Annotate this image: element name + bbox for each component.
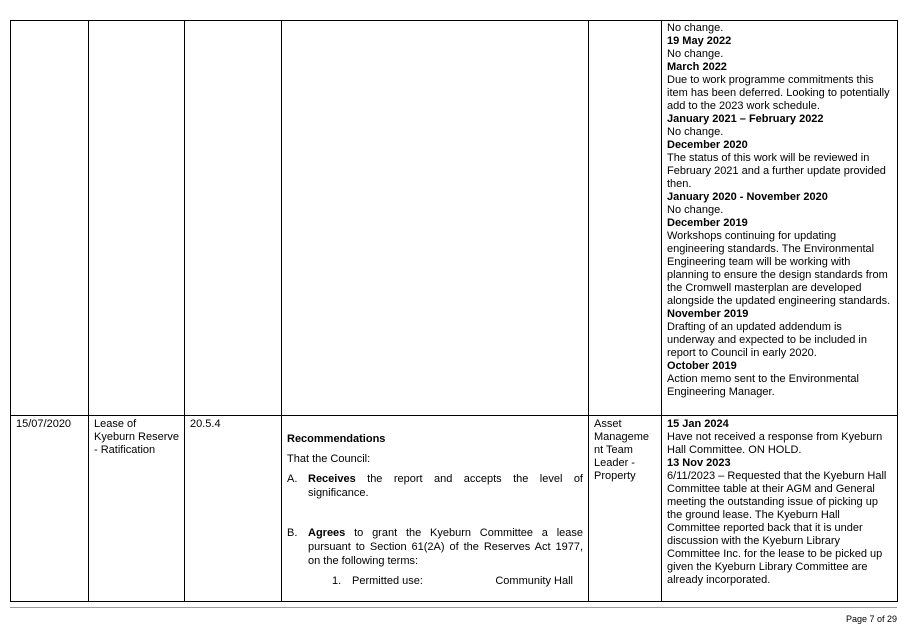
update-date: December 2020	[667, 139, 748, 151]
recommendation-text: to grant the Kyeburn Committee a lease p…	[308, 527, 583, 567]
update-date: November 2019	[667, 308, 749, 320]
update-text: 6/11/2023 – Requested that the Kyeburn H…	[667, 470, 887, 586]
update-date: 13 Nov 2023	[667, 457, 731, 469]
recommendations-cell	[281, 20, 589, 416]
item-cell: Lease of Kyeburn Reserve - Ratification	[88, 415, 185, 602]
update-text: Action memo sent to the Environmental En…	[667, 373, 859, 398]
update-text: The status of this work will be reviewed…	[667, 152, 886, 190]
update-date: January 2020 - November 2020	[667, 191, 828, 203]
ref-cell: 20.5.4	[184, 415, 282, 602]
responsible-cell: Asset Manageme nt Team Leader - Property	[588, 415, 662, 602]
term-value: Community Hall	[495, 575, 573, 587]
update-entry: 13 Nov 2023 6/11/2023 – Requested that t…	[667, 457, 892, 587]
ref-cell	[184, 20, 282, 416]
recommendations-cell: Recommendations That the Council: A. Rec…	[281, 415, 589, 602]
term-number: 1.	[332, 575, 342, 587]
recommendation-text: the report and accepts the level of sign…	[308, 473, 583, 499]
responsible-cell	[588, 20, 662, 416]
recommendation-label: A.	[287, 473, 298, 485]
recommendation-a: A. Receives the report and accepts the l…	[287, 472, 583, 500]
term-label: Permitted use:	[352, 575, 423, 587]
recommendations-heading: Recommendations	[287, 433, 386, 445]
table-row: No change. 19 May 2022 No change. March …	[10, 20, 898, 416]
recommendation-b: B. Agrees to grant the Kyeburn Committee…	[287, 526, 583, 568]
update-text: No change.	[667, 48, 724, 60]
update-entry: December 2019 Workshops continuing for u…	[667, 217, 892, 308]
update-entry: 15 Jan 2024 Have not received a response…	[667, 418, 892, 457]
update-entry: January 2021 – February 2022 No change.	[667, 113, 892, 139]
action-table: No change. 19 May 2022 No change. March …	[10, 20, 898, 602]
footer-divider	[10, 607, 897, 608]
update-text: Have not received a response from Kyebur…	[667, 431, 883, 456]
update-date: January 2021 – February 2022	[667, 113, 824, 125]
update-entry: No change.	[667, 22, 892, 35]
update-text: Drafting of an updated addendum is under…	[667, 321, 867, 359]
update-text: No change.	[667, 204, 724, 216]
recommendation-label: B.	[287, 527, 298, 539]
recommendation-verb: Receives	[308, 473, 356, 485]
update-date: 19 May 2022	[667, 35, 732, 47]
recommendation-verb: Agrees	[308, 527, 346, 539]
update-entry: 19 May 2022 No change.	[667, 35, 892, 61]
table-row: 15/07/2020 Lease of Kyeburn Reserve - Ra…	[10, 415, 898, 602]
update-entry: January 2020 - November 2020 No change.	[667, 191, 892, 217]
date-cell: 15/07/2020	[10, 415, 89, 602]
update-entry: October 2019 Action memo sent to the Env…	[667, 360, 892, 399]
update-date: March 2022	[667, 61, 727, 73]
updates-cell: 15 Jan 2024 Have not received a response…	[661, 415, 898, 602]
page-number: Page 7 of 29	[845, 614, 897, 624]
update-text: No change.	[667, 126, 724, 138]
update-date: 15 Jan 2024	[667, 418, 729, 430]
update-entry: December 2020 The status of this work wi…	[667, 139, 892, 191]
update-date: December 2019	[667, 217, 748, 229]
update-entry: November 2019 Drafting of an updated add…	[667, 308, 892, 360]
update-text: Workshops continuing for updating engine…	[667, 230, 891, 307]
updates-cell: No change. 19 May 2022 No change. March …	[661, 20, 898, 416]
update-entry: March 2022 Due to work programme commitm…	[667, 61, 892, 113]
update-text: No change.	[667, 22, 724, 34]
recommendations-intro: That the Council:	[287, 453, 371, 465]
update-text: Due to work programme commitments this i…	[667, 74, 890, 112]
date-cell	[10, 20, 89, 416]
update-date: October 2019	[667, 360, 737, 372]
item-cell	[88, 20, 185, 416]
lease-term: 1. Permitted use: Community Hall	[287, 574, 583, 588]
